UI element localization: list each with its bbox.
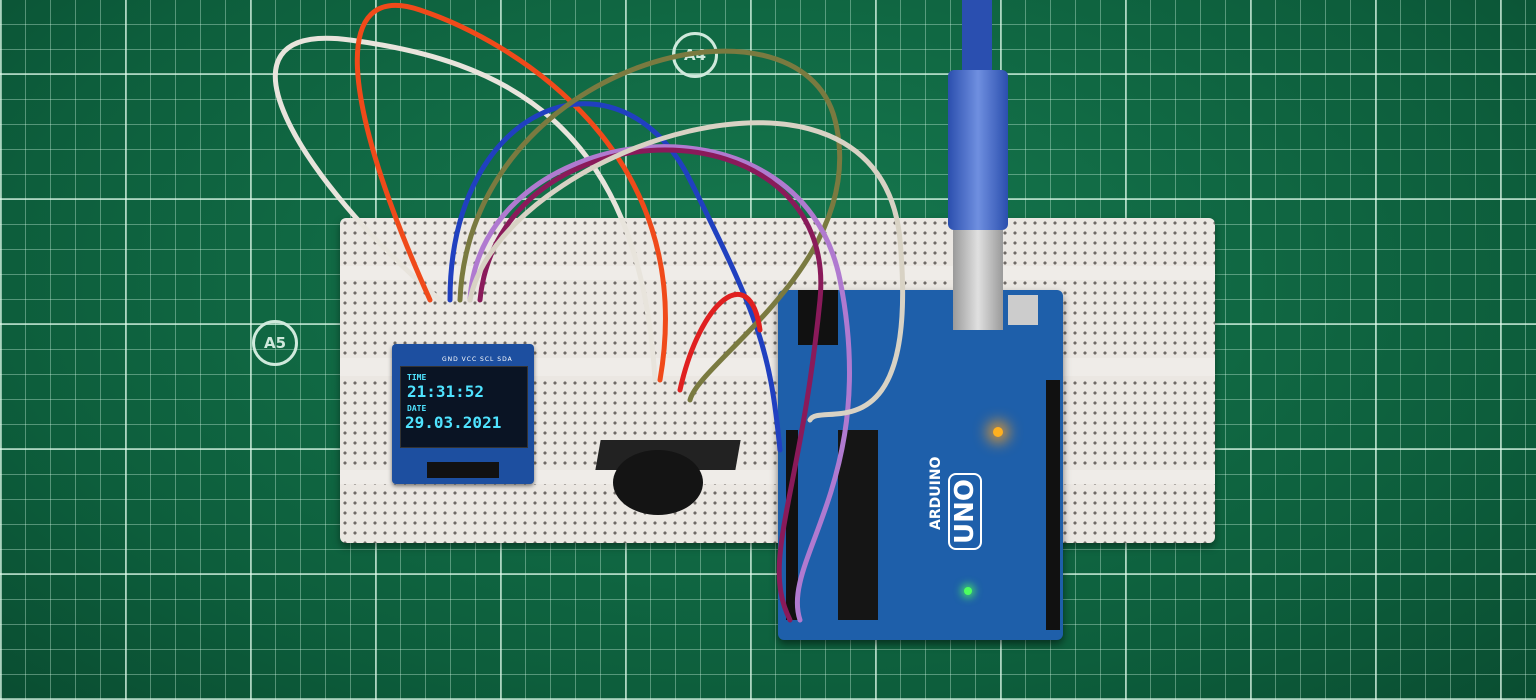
led-on	[964, 587, 972, 595]
oled-ribbon	[427, 462, 499, 478]
mat-label-a5: A5	[252, 320, 298, 366]
date-value: 29.03.2021	[405, 413, 502, 432]
wire-orange	[354, 2, 668, 383]
wire-red	[677, 291, 763, 393]
reset-button[interactable]	[1008, 295, 1038, 325]
digital-header	[1046, 380, 1060, 630]
wire-magenta	[477, 147, 824, 623]
date-label: DATE	[407, 404, 427, 413]
wire-olive	[457, 48, 843, 403]
wire-white	[272, 35, 658, 383]
oled-screen: TIME 21:31:52 DATE 29.03.2021	[400, 366, 528, 448]
wire-blue	[447, 101, 783, 453]
arduino-uno-board: ARDUINO UNO	[778, 290, 1063, 640]
usb-cable	[948, 0, 1008, 330]
time-value: 21:31:52	[407, 382, 485, 401]
buzzer	[595, 440, 741, 515]
wire-purple	[467, 144, 852, 623]
oled-pin-labels: GND VCC SCL SDA	[442, 356, 513, 363]
oled-display-module: GND VCC SCL SDA TIME 21:31:52 DATE 29.03…	[392, 344, 534, 484]
atmega-chip	[838, 430, 878, 620]
time-label: TIME	[407, 373, 427, 382]
led-l	[993, 427, 1003, 437]
wire-beige	[467, 120, 906, 423]
